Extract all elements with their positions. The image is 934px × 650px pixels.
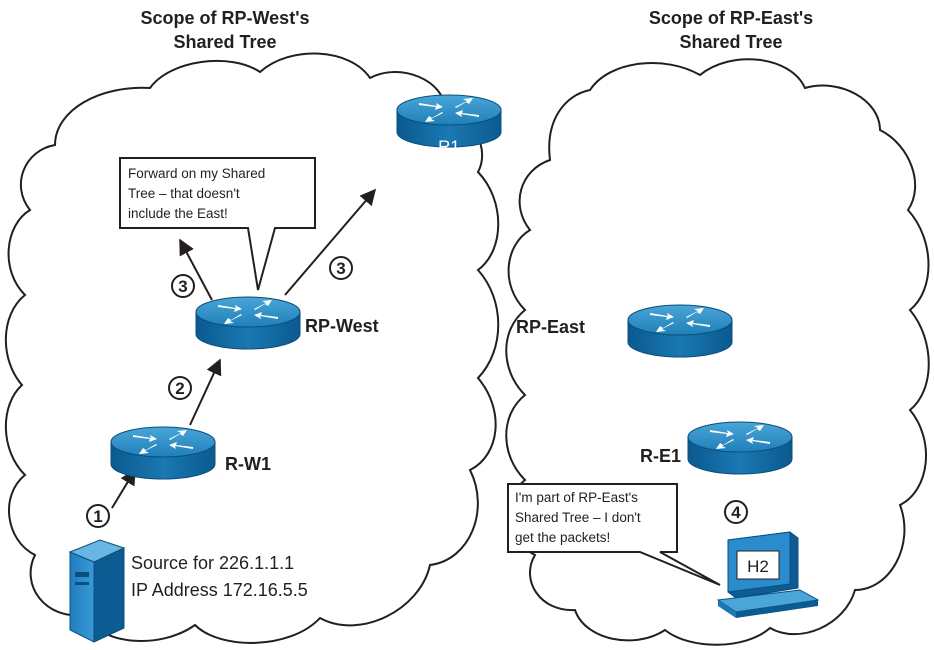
west-scope-title-line1: Scope of RP-West's — [141, 8, 310, 28]
router-rp-west-label: RP-West — [305, 316, 379, 336]
east-scope-title-line1: Scope of RP-East's — [649, 8, 813, 28]
flow-arrows — [111, 188, 377, 509]
east-callout-line2: Shared Tree – I don't — [515, 510, 641, 525]
west-callout-line3: include the East! — [128, 206, 228, 221]
step-4-marker: 4 — [724, 500, 748, 524]
step-1-marker: 1 — [86, 504, 110, 528]
router-r1-label: R1 — [438, 137, 460, 156]
router-r-w1-label: R-W1 — [225, 454, 271, 474]
source-server-icon — [68, 539, 126, 643]
router-r-e1: R-E1 — [640, 421, 793, 475]
host-h2-computer-icon — [716, 531, 820, 618]
arrow-step-3-left — [179, 238, 213, 301]
svg-text:4: 4 — [731, 503, 741, 522]
router-rp-east-label: RP-East — [516, 317, 585, 337]
source-label-line2: IP Address 172.16.5.5 — [131, 580, 308, 600]
west-callout-line2: Tree – that doesn't — [128, 186, 240, 201]
source-label-line1: Source for 226.1.1.1 — [131, 553, 294, 573]
step-2-marker: 2 — [168, 376, 192, 400]
svg-text:3: 3 — [178, 277, 187, 296]
host-h2-label: H2 — [747, 557, 769, 576]
router-r-w1: R-W1 — [110, 426, 271, 480]
router-r1: R1 — [396, 94, 502, 156]
svg-text:1: 1 — [93, 507, 102, 526]
east-callout-line3: get the packets! — [515, 530, 610, 545]
step-3-right-marker: 3 — [329, 256, 353, 280]
step-3-left-marker: 3 — [171, 274, 195, 298]
arrow-step-3-right — [284, 188, 377, 296]
svg-text:3: 3 — [336, 259, 345, 278]
east-scope-title-line2: Shared Tree — [679, 32, 782, 52]
east-callout-line1: I'm part of RP-East's — [515, 490, 638, 505]
svg-text:2: 2 — [175, 379, 184, 398]
west-scope-title-line2: Shared Tree — [173, 32, 276, 52]
arrow-step-2 — [189, 358, 222, 426]
east-callout: I'm part of RP-East's Shared Tree – I do… — [507, 483, 721, 586]
step-markers: 1 2 3 3 4 — [86, 256, 748, 528]
west-callout: Forward on my Shared Tree – that doesn't… — [119, 157, 316, 291]
router-rp-west: RP-West — [195, 296, 379, 350]
router-r-e1-label: R-E1 — [640, 446, 681, 466]
router-rp-east: RP-East — [516, 304, 733, 358]
west-callout-line1: Forward on my Shared — [128, 166, 265, 181]
